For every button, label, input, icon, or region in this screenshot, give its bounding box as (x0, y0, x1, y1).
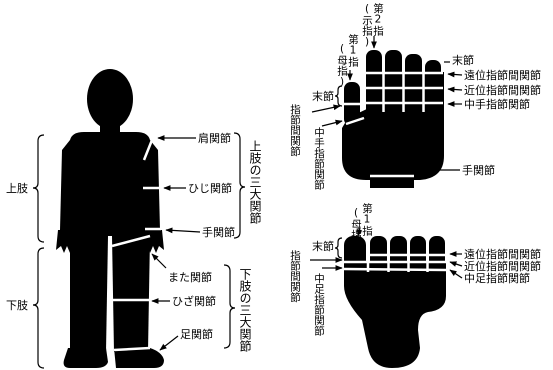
ankle-label: 足関節 (180, 327, 213, 341)
hand-labels: 第2指 (示指) 第1指 (母指) 末節 遠位指節間関節 近位指節間関節 中手指… (289, 2, 541, 191)
body-labels: 上肢 下肢 肩関節 ひじ関節 手関節 上肢の三大関節 また関節 ひざ関節 足関節… (6, 131, 262, 369)
shoulder-label: 肩関節 (198, 131, 231, 145)
elbow-label: ひじ関節 (188, 181, 232, 195)
upper-three-joints-brace (233, 132, 246, 239)
hand-dip-arrow (447, 71, 463, 78)
hand-figure (342, 50, 444, 188)
sole (344, 262, 446, 368)
left-foot (63, 348, 108, 368)
hand-pip-arrow (447, 86, 463, 93)
hip-arrow (151, 253, 167, 269)
hand-second-finger-label: 第2指 (372, 2, 384, 37)
ankle-arrow (159, 335, 179, 351)
hand-terminal-label: 末節 (452, 53, 474, 67)
upper-limb-brace (32, 134, 45, 243)
foot-mtp-arrow (449, 269, 463, 279)
finger-5 (425, 60, 441, 100)
right-arm (144, 140, 160, 230)
left-hand (56, 230, 78, 253)
left-arm (60, 140, 76, 230)
left-leg (70, 236, 108, 352)
foot-mtp-label: 中足指節関節 (464, 271, 530, 285)
lower-three-joints-label: 下肢の三大関節 (238, 268, 252, 352)
hand-thumb-note: (母指) (336, 43, 348, 88)
foot-terminal-brace (334, 237, 343, 259)
head (87, 69, 133, 129)
foot-ip-label: 指節間関節 (289, 249, 301, 303)
finger-3 (385, 50, 402, 100)
lower-three-joints-brace (223, 264, 236, 349)
hip-label: また関節 (168, 270, 212, 284)
lower-limb-brace (32, 247, 45, 369)
foot-big-toe-mtp-label: 中足指節関節 (313, 272, 325, 337)
knee-label: ひざ関節 (172, 294, 216, 308)
hip-joint-line (111, 234, 151, 248)
torso (68, 132, 152, 236)
wrist-label: 手関節 (202, 225, 235, 239)
upper-limb-label: 上肢 (6, 181, 28, 195)
upper-three-joints-label: 上肢の三大関節 (248, 140, 262, 224)
right-foot (114, 348, 164, 368)
foot-figure (343, 236, 447, 368)
hand-terminal-left-label: 末節 (312, 89, 334, 103)
foot-pip-arrow (449, 261, 463, 267)
hand-thumb-mcp-label: 中手指節関節 (313, 126, 325, 191)
hand-terminal-left-brace (334, 85, 343, 107)
foot-pip-label: 近位指節間関節 (464, 259, 541, 273)
hand-wrist-block (370, 174, 414, 188)
hand-dip-label: 遠位指節間関節 (464, 68, 541, 82)
hand-pip-label: 近位指節間関節 (464, 83, 541, 97)
finger-2 (366, 50, 382, 100)
foot-labels: 第1指 (母指) 末節 指節間関節 中足指節関節 遠位指節間関節 近位指節間関節… (289, 202, 541, 337)
foot-thumb-note: (母指) (350, 207, 362, 252)
thumb-mcp-line (345, 116, 365, 126)
right-leg (112, 236, 150, 352)
hand-index-note: (示指) (361, 3, 373, 48)
hand-ip-arrow (311, 104, 341, 113)
hand-first-finger-label: 第1指 (347, 33, 359, 68)
shoulder-joint-line (142, 139, 154, 161)
hand-ip-label: 指節間関節 (289, 103, 301, 157)
hand-wrist-label: 手関節 (462, 163, 495, 177)
ankle-joint-line (113, 346, 151, 352)
hand-thumb-mcp-arrow (321, 119, 343, 127)
wrist-arrow (165, 227, 201, 234)
foot-first-toe-arrow (356, 227, 363, 237)
hand-mcp-label: 中手指節関節 (464, 97, 530, 111)
body-figure (56, 69, 164, 368)
foot-mtp-line (343, 267, 447, 272)
foot-dip-label: 遠位指節間関節 (464, 247, 541, 261)
foot-first-toe-label: 第1指 (361, 202, 373, 237)
lower-limb-label: 下肢 (6, 298, 28, 312)
foot-terminal-label: 末節 (312, 239, 334, 253)
finger-4 (405, 54, 422, 100)
